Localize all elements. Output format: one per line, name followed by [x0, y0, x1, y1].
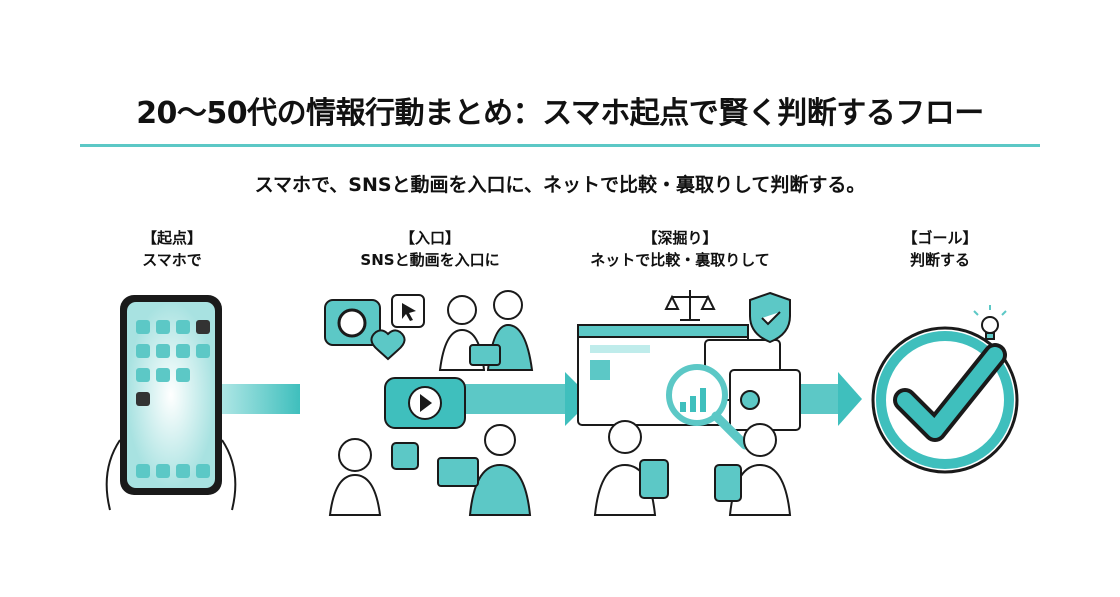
- people-with-tablet-illustration: [438, 290, 534, 371]
- stage-label: スマホで: [142, 251, 202, 269]
- stage-tag: 【ゴール】: [902, 229, 978, 247]
- camera-icon: [324, 299, 381, 346]
- stage-label: ネットで比較・裏取りして: [590, 251, 770, 269]
- stage-tag: 【深掘り】: [642, 229, 718, 247]
- stage-label: SNSと動画を入口に: [360, 251, 500, 269]
- stage-tag: 【入口】: [399, 229, 460, 247]
- stage-tag: 【起点】: [141, 229, 202, 247]
- smartphone-icon: [105, 295, 237, 511]
- video-play-icon: [384, 377, 466, 429]
- stage-label: 判断する: [909, 251, 970, 269]
- magnifier-chart-icon: [666, 364, 750, 450]
- stage-goal: 【ゴール】 判断する: [820, 227, 1060, 271]
- page-title: 20〜50代の情報行動まとめ：スマホ起点で賢く判断するフロー: [136, 96, 984, 131]
- people-researching-illustration: [593, 420, 792, 516]
- subtitle: スマホで、SNSと動画を入口に、ネットで比較・裏取りして判断する。: [254, 174, 866, 196]
- title-divider: [80, 144, 1040, 147]
- heart-icon: [370, 329, 406, 361]
- stage-start: 【起点】 スマホで: [52, 227, 292, 271]
- shield-check-icon: [749, 291, 791, 344]
- stage-deepdive: 【深掘り】 ネットで比較・裏取りして: [560, 227, 800, 271]
- people-watching-video-illustration: [328, 424, 532, 516]
- stage-entry: 【入口】 SNSと動画を入口に: [310, 227, 550, 271]
- scales-icon: [664, 290, 716, 321]
- cursor-icon: [391, 294, 425, 328]
- checkmark-icon: [871, 326, 1019, 474]
- lightbulb-icon: [973, 305, 1007, 340]
